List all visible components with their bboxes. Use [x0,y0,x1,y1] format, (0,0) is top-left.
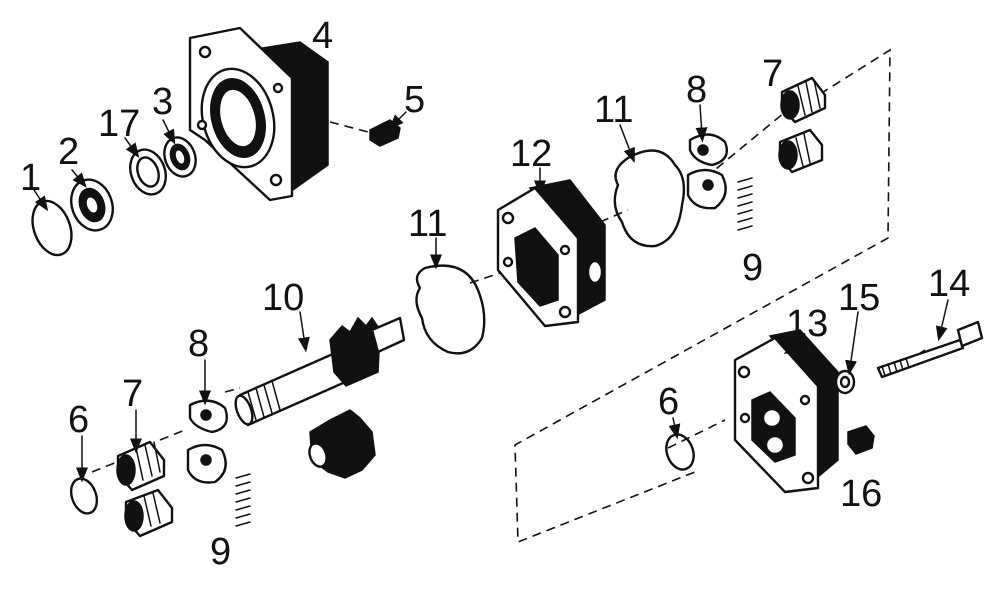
callout-10: 10 [262,277,304,319]
callout-15: 15 [838,277,880,319]
part-10-drive-shaft [234,316,406,427]
callout-16: 16 [840,473,882,515]
callout-12: 12 [510,133,552,175]
part-7-lower-bearings [116,440,174,538]
callout-13: 13 [786,303,828,345]
part-6-right-oring [665,433,695,471]
part-5-plug [369,119,401,147]
part-13-end-cover [733,329,839,494]
part-9-lower-spring [235,473,251,527]
part-11-lower-gasket [415,264,486,355]
callout-8-lower: 8 [188,323,209,365]
assembly-lines [91,48,926,544]
callout-9-lower: 9 [210,531,231,573]
callout-leaders [33,59,949,483]
callout-7-lower: 7 [122,373,143,415]
part-16-fitting [847,425,875,455]
driven-gear [308,409,376,479]
callout-3: 3 [152,81,173,123]
callout-7-upper: 7 [762,53,783,95]
part-9-upper-spring [737,177,753,231]
callout-11-upper: 11 [594,89,633,131]
part-14-bolt [876,320,984,379]
callout-4: 4 [312,15,333,57]
part-7-upper-bearings [778,76,827,174]
callout-6-left: 6 [68,399,89,441]
part-11-upper-gasket [613,149,686,248]
callout-9-upper: 9 [742,247,763,289]
part-2-bearing [70,178,114,232]
callout-8-upper: 8 [686,69,707,111]
part-6-left-oring [69,477,99,515]
callout-labels: 1 2 17 3 4 5 11 12 11 8 7 9 10 8 7 6 9 6… [20,15,970,573]
part-3-seal [163,136,197,178]
callout-5: 5 [404,79,425,121]
part-17-seal [128,148,168,196]
callout-14: 14 [928,263,970,305]
callout-6-right: 6 [658,381,679,423]
part-8-upper-bushing [686,133,729,210]
callout-2: 2 [58,131,79,173]
part-8-lower-bushing [186,399,229,484]
callout-17: 17 [98,103,140,145]
part-4-flange-housing [188,26,329,202]
part-12-gear-housing [496,179,606,328]
part-15-washer [834,369,856,395]
callout-1: 1 [20,157,41,199]
callout-11-lower: 11 [408,203,447,245]
